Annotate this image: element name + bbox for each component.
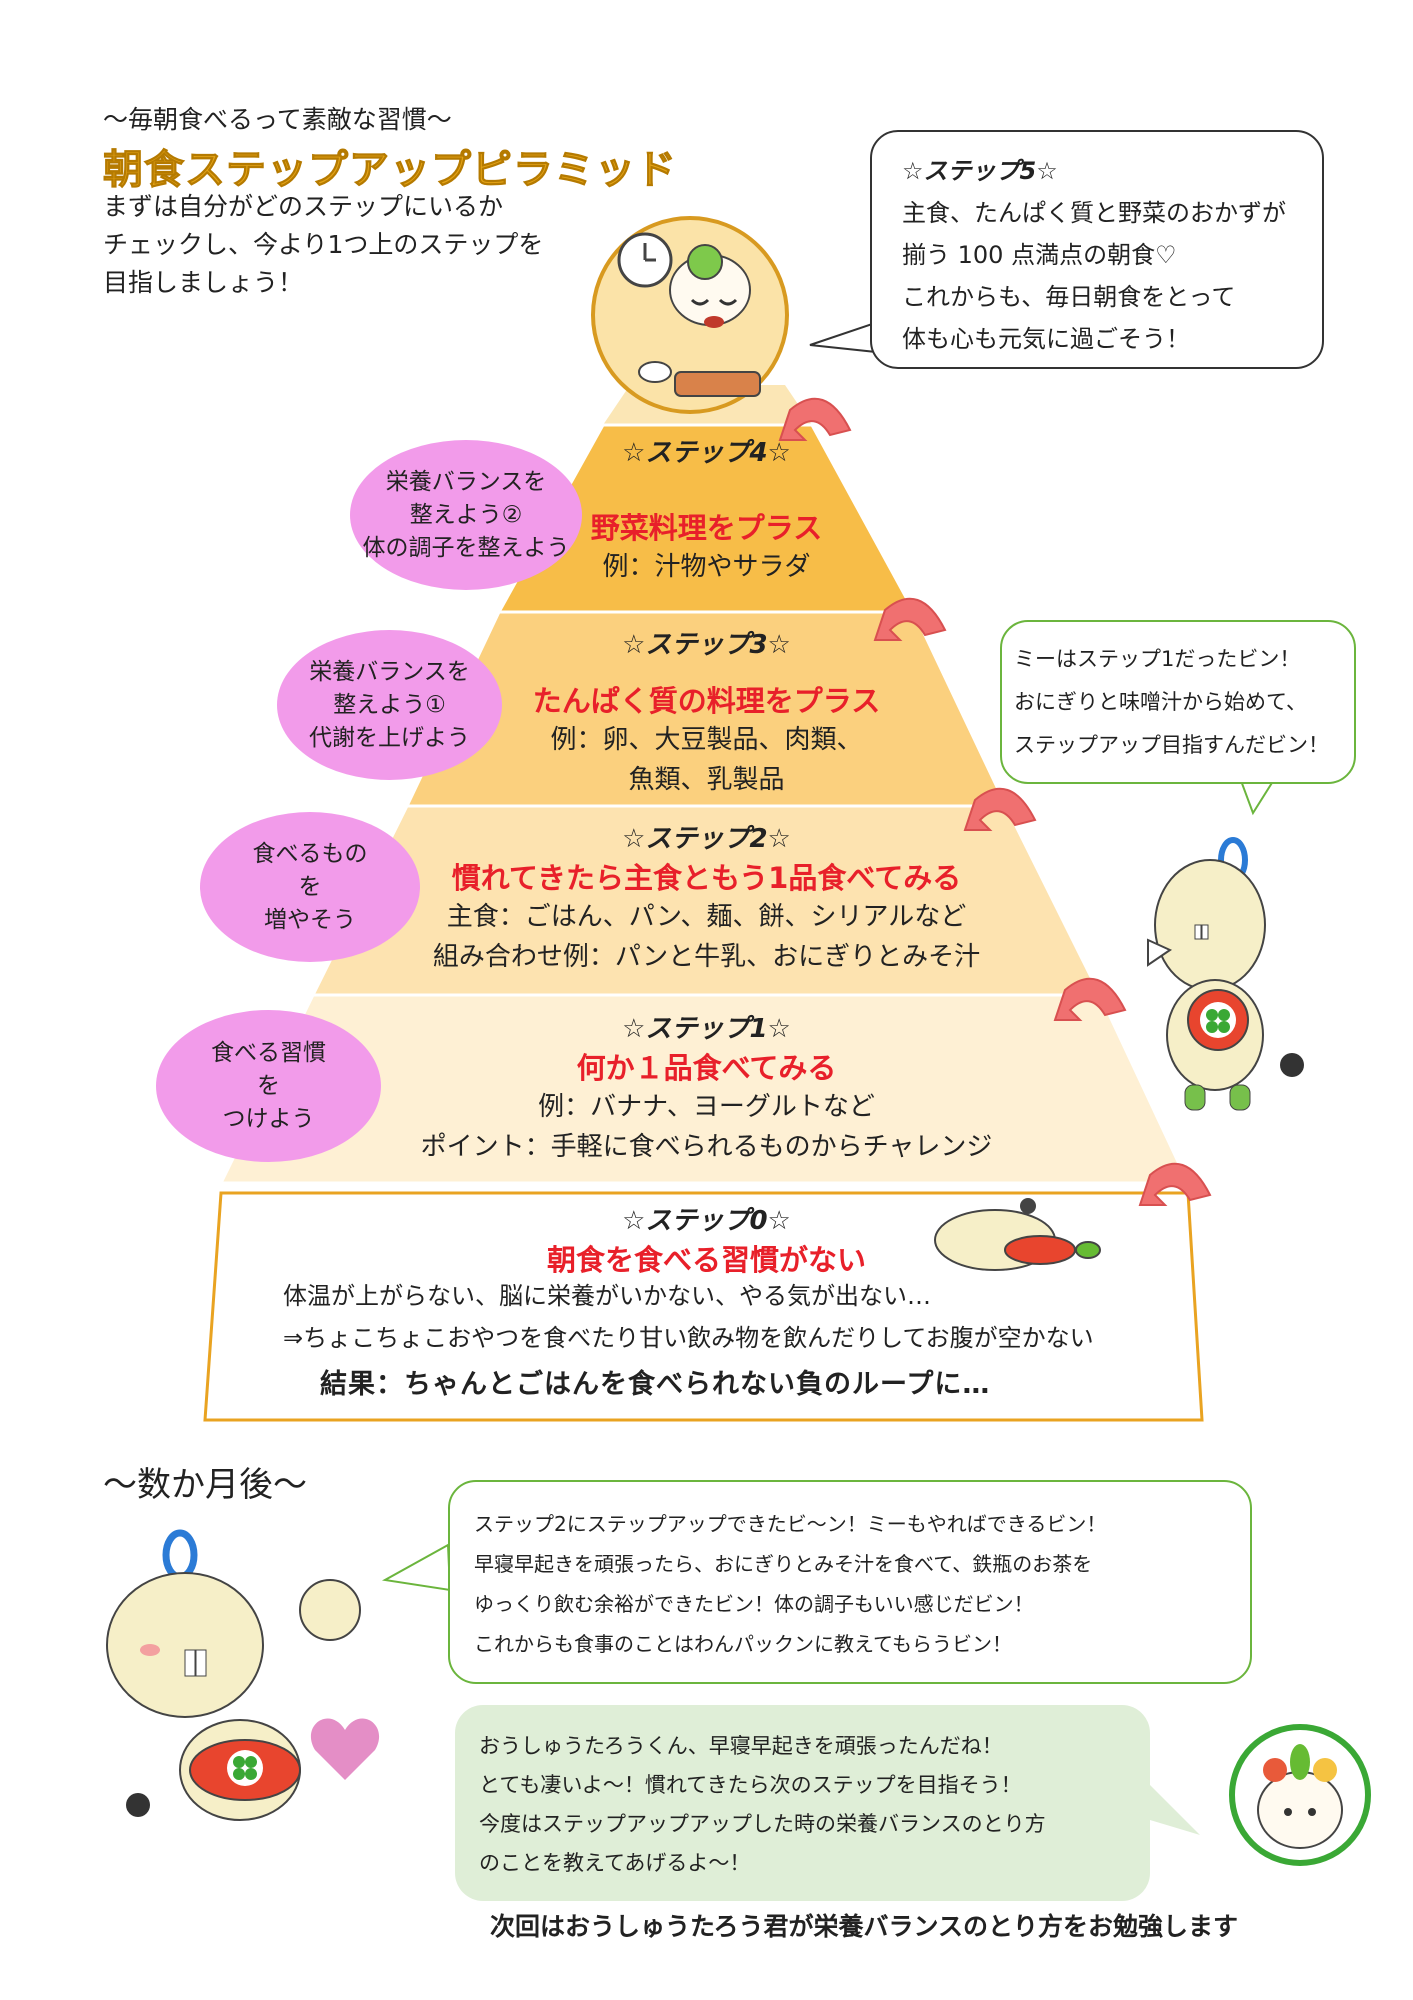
step3-content: たんぱく質の料理をプラス 例：卵、大豆製品、肉類、 魚類、乳製品 (0, 678, 1413, 800)
step0-block: ☆ステップ0☆ 朝食を食べる習慣がない (0, 1200, 1413, 1279)
oval-line: 食べるもの (252, 840, 368, 867)
reply-bubble-line: 今度はステップアップアップした時の栄養バランスのとり方 (479, 1812, 1046, 1836)
oval-line: つけよう (222, 1105, 315, 1132)
step0-body-line: ⇒ちょこちょこおやつを食べたり甘い飲み物を飲んだりしてお腹が空かない (283, 1324, 1094, 1352)
step3-body: 例：卵、大豆製品、肉類、 (550, 725, 863, 755)
step3-highlight: たんぱく質の料理をプラス (532, 684, 881, 718)
oval-balance-2: 栄養バランスを 整えよう② 体の調子を整えよう (350, 440, 582, 590)
oval-habit: 食べる習慣 を つけよう (156, 1010, 381, 1162)
oval-line: 整えよう② (409, 501, 523, 528)
chef-character-circle (591, 216, 789, 414)
reply-bubble-line: おうしゅうたろうくん、早寝早起きを頑張ったんだね！ (479, 1734, 1003, 1758)
step5-line: これからも、毎日朝食をとって (902, 283, 1236, 311)
step5-line: 体も心も元気に過ごそう！ (902, 325, 1190, 353)
wanpakkun-character (1229, 1724, 1371, 1866)
rabbit-character-onigiri (1147, 837, 1304, 1111)
step1-highlight: 何か１品食べてみる (576, 1051, 837, 1085)
step0-result: 結果：ちゃんとごはんを食べられない負のループに… (320, 1369, 991, 1400)
cheering-rabbit (106, 1529, 380, 1821)
step4-body: 例：汁物やサラダ (602, 552, 811, 582)
rabbit-bubble-tail (1238, 778, 1277, 816)
step1-body: ポイント：手軽に食べられるものからチャレンジ (420, 1132, 993, 1162)
step1-heading: ☆ステップ1☆ (622, 1014, 791, 1044)
oval-line: 栄養バランスを (309, 658, 470, 685)
step2-heading: ☆ステップ2☆ (622, 824, 791, 854)
step1-body: 例：バナナ、ヨーグルトなど (538, 1092, 875, 1122)
reply-speech-bubble: おうしゅうたろうくん、早寝早起きを頑張ったんだね！ とても凄いよ～！慣れてきたら… (455, 1705, 1150, 1901)
later-bubble-line: 早寝早起きを頑張ったら、おにぎりとみそ汁を食べて、鉄瓶のお茶を (474, 1552, 1093, 1576)
step3-block: ☆ステップ3☆ (0, 624, 1413, 661)
step0-body-line: 体温が上がらない、脳に栄養がいかない、やる気が出ない… (283, 1282, 931, 1310)
step0-body: 体温が上がらない、脳に栄養がいかない、やる気が出ない… ⇒ちょこちょこおやつを食… (283, 1275, 1094, 1359)
page-title: 朝食ステップアップピラミッド (103, 147, 677, 194)
oval-line: 代謝を上げよう (309, 724, 470, 751)
step0-heading: ☆ステップ0☆ (622, 1206, 791, 1236)
reply-bubble-line: のことを教えてあげるよ～！ (479, 1851, 751, 1875)
intro-line: 目指しましょう！ (103, 268, 304, 297)
months-later-heading: ～数か月後～ (103, 1465, 307, 1505)
step5-line: 揃う 100 点満点の朝食♡ (902, 241, 1177, 269)
oval-line: 栄養バランスを (385, 468, 547, 495)
step3-heading: ☆ステップ3☆ (622, 630, 791, 660)
rabbit-bubble-line: ミーはステップ1だったビン！ (1014, 647, 1301, 671)
reply-bubble-line: とても凄いよ～！慣れてきたら次のステップを目指そう！ (479, 1773, 1022, 1797)
step4-content: 野菜料理をプラス 例：汁物やサラダ (0, 505, 1413, 587)
step2-highlight: 慣れてきたら主食ともう1品食べてみる (451, 861, 962, 895)
oval-line: 増やそう (264, 906, 356, 933)
later-bubble-line: ゆっくり飲む余裕ができたビン！体の調子もいい感じだビン！ (474, 1592, 1034, 1616)
oval-balance-1: 栄養バランスを 整えよう① 代謝を上げよう (277, 630, 502, 780)
intro-line: まずは自分がどのステップにいるか (103, 192, 504, 221)
step-up-arrows (778, 397, 1212, 1206)
heart-icon (310, 1718, 380, 1780)
intro-text: まずは自分がどのステップにいるか チェックし、今より1つ上のステップを 目指しま… (103, 188, 543, 302)
later-speech-bubble: ステップ2にステップアップできたビ～ン！ミーもやればできるビン！ 早寝早起きを頑… (448, 1480, 1252, 1684)
step2-body: 主食：ごはん、パン、麺、餅、シリアルなど (446, 902, 967, 932)
oval-increase-food: 食べるもの を 増やそう (200, 812, 420, 962)
later-bubble-line: ステップ2にステップアップできたビ～ン！ミーもやればできるビン！ (474, 1512, 1107, 1536)
oval-line: 体の調子を整えよう (362, 534, 570, 561)
step5-speech-bubble: ☆ステップ5☆ 主食、たんぱく質と野菜のおかずが 揃う 100 点満点の朝食♡ … (870, 130, 1324, 369)
step1-block: ☆ステップ1☆ 何か１品食べてみる 例：バナナ、ヨーグルトなど ポイント：手軽に… (0, 1008, 1413, 1167)
step4-block: ☆ステップ4☆ (0, 432, 1413, 469)
later-bubble-line: これからも食事のことはわんパックンに教えてもらうビン！ (474, 1632, 1012, 1656)
step2-body: 組み合わせ例：パンと牛乳、おにぎりとみそ汁 (432, 942, 981, 972)
step0-highlight: 朝食を食べる習慣がない (546, 1243, 866, 1277)
oval-line: を (298, 873, 322, 900)
lower-illustrations (106, 1529, 1371, 1866)
intro-subtitle: ～毎朝食べるって素敵な習慣～ (103, 105, 452, 134)
step2-block: ☆ステップ2☆ 慣れてきたら主食ともう1品食べてみる 主食：ごはん、パン、麺、餅… (0, 818, 1413, 977)
step5-title: ☆ステップ5☆ (902, 157, 1058, 185)
intro-line: チェックし、今より1つ上のステップを (103, 230, 544, 259)
rabbit-bubble-line: おにぎりと味噌汁から始めて、 (1014, 690, 1307, 714)
step3-body: 魚類、乳製品 (628, 765, 785, 795)
oval-line: を (257, 1072, 280, 1099)
step5-line: 主食、たんぱく質と野菜のおかずが (902, 199, 1286, 227)
oval-line: 整えよう① (333, 691, 446, 718)
footer-note: 次回はおうしゅうたろう君が栄養バランスのとり方をお勉強します (490, 1912, 1239, 1941)
rabbit-bubble-line: ステップアップ目指すんだビン！ (1014, 733, 1329, 757)
rabbit-speech-bubble: ミーはステップ1だったビン！ おにぎりと味噌汁から始めて、 ステップアップ目指す… (1000, 620, 1356, 784)
sleeping-rabbit (934, 1198, 1101, 1271)
oval-line: 食べる習慣 (211, 1039, 326, 1066)
step4-highlight: 野菜料理をプラス (590, 511, 823, 545)
step4-heading: ☆ステップ4☆ (622, 438, 791, 468)
